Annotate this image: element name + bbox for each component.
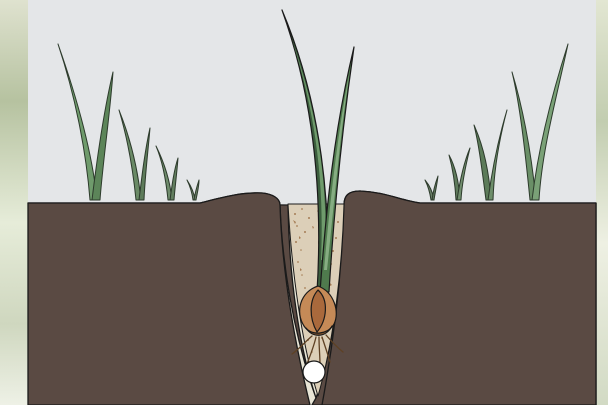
soil-lower-left (28, 193, 310, 405)
white-pebble-icon (303, 361, 325, 383)
soil-lower-right (322, 191, 596, 405)
